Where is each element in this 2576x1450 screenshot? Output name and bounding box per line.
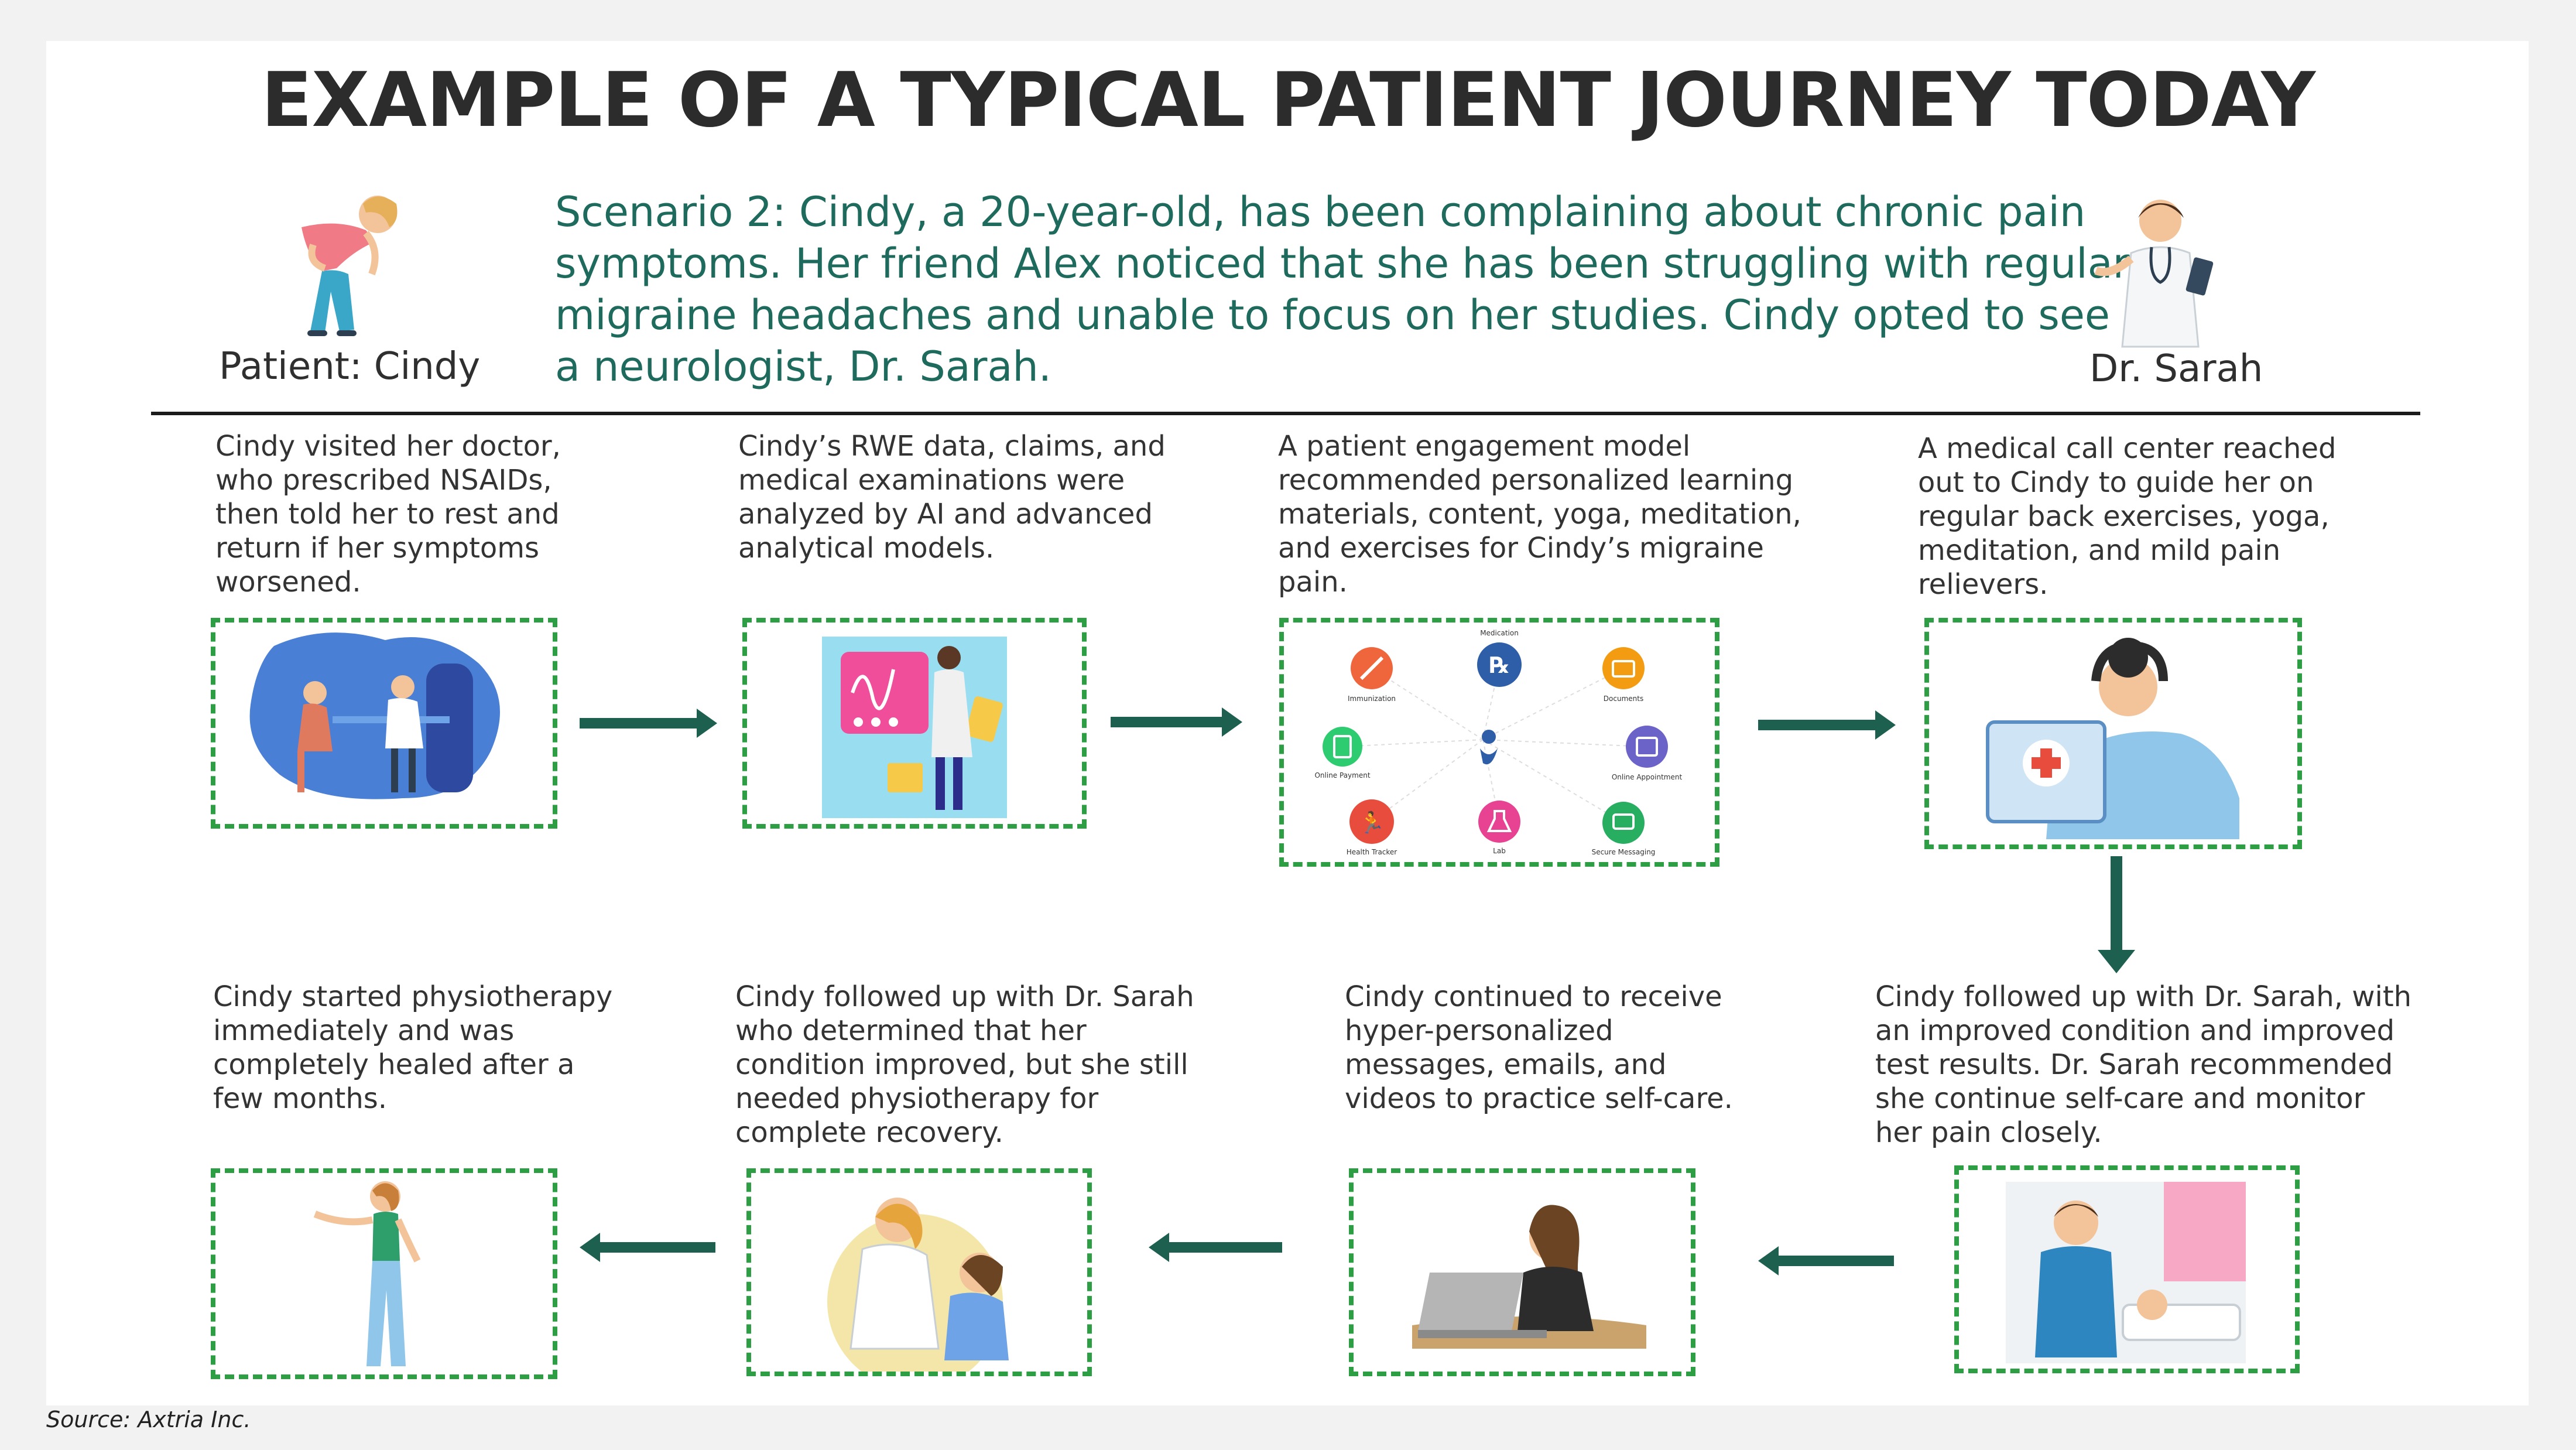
step-5-text: Cindy followed up with Dr. Sarah, with a… [1875, 980, 2412, 1149]
syringe-icon [1359, 656, 1384, 680]
step-3-text: A patient engagement model recommended p… [1278, 430, 1801, 599]
receipt-icon [1333, 735, 1352, 758]
doctor-label: Dr. Sarah [2089, 347, 2263, 391]
step-8-text: Cindy started physiotherapy immediately … [213, 980, 613, 1115]
call-center-illustration [1986, 638, 2239, 839]
svg-text:Lab: Lab [1493, 847, 1506, 855]
step-7-text: Cindy followed up with Dr. Sarah who det… [735, 980, 1194, 1149]
step-6-text: Cindy continued to receive hyper-persona… [1345, 980, 1733, 1115]
folder-icon [1612, 660, 1635, 678]
medication-item: ℞ Medication [1477, 629, 1522, 687]
svg-text:Online Appointment: Online Appointment [1612, 773, 1683, 781]
step-2-frame [742, 618, 1087, 829]
arrow-right-2 [1111, 707, 1242, 737]
step-3-frame: ℞ Medication Documents Online Appointmen… [1279, 618, 1719, 867]
healed-woman-illustration [313, 1181, 421, 1366]
step-1-text: Cindy visited her doctor, who prescribed… [215, 430, 561, 599]
patient-label: Patient: Cindy [219, 345, 481, 388]
patient-illustration [266, 186, 442, 344]
calendar-icon [1636, 737, 1658, 757]
arrow-right-1 [580, 709, 717, 738]
doctor-visit-illustration [249, 632, 500, 799]
documents-item: Documents [1602, 647, 1645, 703]
step-2-text: Cindy’s RWE data, claims, and medical ex… [738, 430, 1166, 565]
scenario-text: Scenario 2: Cindy, a 20-year-old, has be… [555, 188, 2130, 391]
message-icon [1612, 813, 1635, 830]
svg-text:Medication: Medication [1480, 629, 1519, 637]
runner-icon: 🏃 [1359, 811, 1385, 835]
arrow-left-1 [1758, 1246, 1894, 1275]
svg-text:Immunization: Immunization [1348, 695, 1396, 703]
step-4-text: A medical call center reached out to Cin… [1918, 432, 2337, 601]
engagement-wheel: ℞ Medication Documents Online Appointmen… [1314, 629, 1683, 856]
secure-messaging-item: Secure Messaging [1592, 802, 1656, 856]
online-appointment-item: Online Appointment [1612, 726, 1683, 781]
source-note: Source: Axtria Inc. [46, 1407, 251, 1432]
svg-text:Secure Messaging: Secure Messaging [1592, 848, 1656, 856]
online-payment-item: Online Payment [1314, 727, 1371, 779]
svg-text:Documents: Documents [1604, 695, 1643, 703]
step-1-frame [211, 618, 557, 829]
step-5-frame [1954, 1165, 2300, 1373]
lab-item: Lab [1478, 801, 1520, 855]
health-tracker-item: 🏃 Health Tracker [1347, 799, 1397, 856]
arrow-down [2098, 856, 2135, 973]
svg-text:Online Payment: Online Payment [1314, 771, 1370, 779]
immunization-item: Immunization [1348, 647, 1396, 703]
consultation-illustration [827, 1198, 1009, 1372]
arrow-right-3 [1758, 710, 1896, 740]
arrow-left-2 [1149, 1233, 1282, 1262]
laptop-illustration [1412, 1205, 1646, 1349]
header-divider [151, 412, 2420, 415]
doctor-patient-illustration [2006, 1182, 2246, 1363]
step-4-frame [1924, 618, 2302, 849]
step-6-frame [1349, 1168, 1695, 1376]
arrow-left-3 [580, 1233, 715, 1262]
step-7-frame [746, 1168, 1092, 1376]
page-title: EXAMPLE OF A TYPICAL PATIENT JOURNEY TOD… [261, 57, 2315, 144]
analytics-illustration [822, 637, 1007, 818]
step-8-frame [211, 1168, 557, 1379]
doctor-illustration [2090, 189, 2236, 353]
flask-icon [1486, 810, 1512, 832]
rx-icon: ℞ [1489, 652, 1509, 678]
svg-text:Health Tracker: Health Tracker [1347, 848, 1397, 856]
